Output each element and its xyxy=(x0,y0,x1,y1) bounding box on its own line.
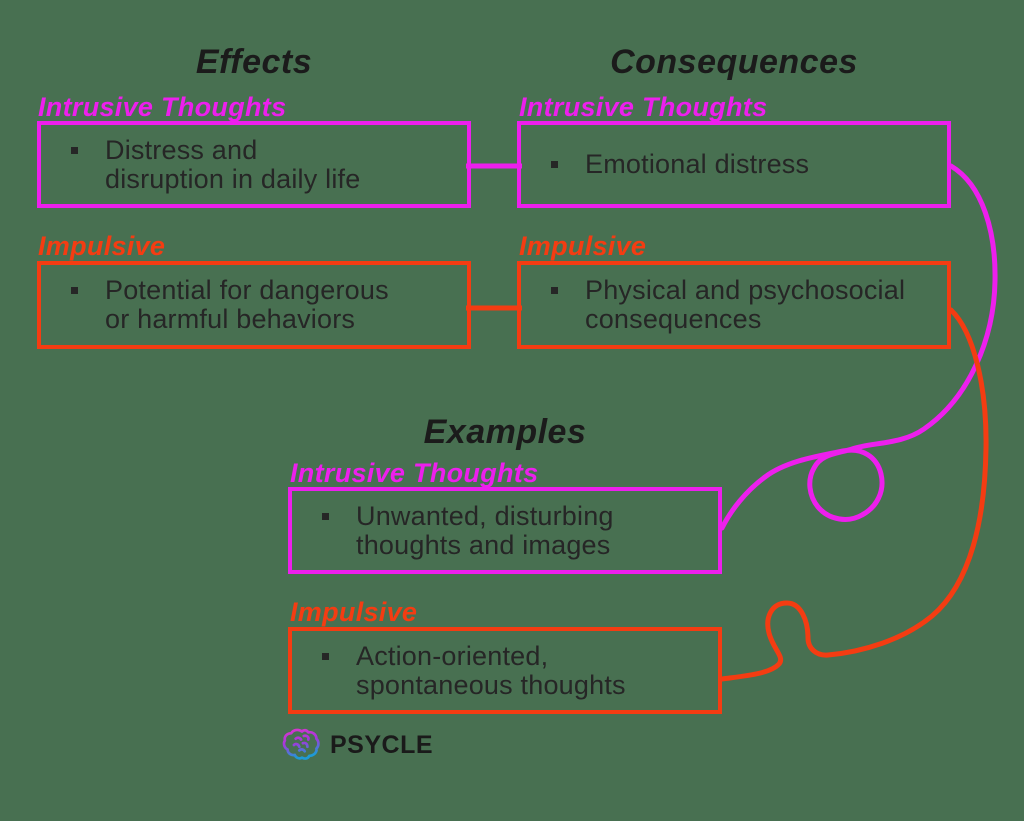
effects-heading: Effects xyxy=(195,43,313,81)
examples-impulsive-box: Action-oriented, spontaneous thoughts xyxy=(288,627,722,714)
examples-impulsive-text: Action-oriented, spontaneous thoughts xyxy=(356,640,626,700)
examples-heading: Examples xyxy=(423,413,587,451)
bullet-icon xyxy=(71,287,78,294)
bullet-icon xyxy=(551,161,558,168)
bullet-icon xyxy=(551,287,558,294)
consequences-intrusive-text: Emotional distress xyxy=(585,149,810,179)
effects-intrusive-label: Intrusive Thoughts xyxy=(38,92,287,122)
effects-impulsive-box: Potential for dangerous or harmful behav… xyxy=(37,261,471,349)
effects-intrusive-box: Distress and disruption in daily life xyxy=(37,121,471,208)
bullet-icon xyxy=(71,146,78,154)
effects-intrusive-text: Distress and disruption in daily life xyxy=(105,134,361,194)
bullet-icon xyxy=(322,652,329,660)
examples-intrusive-box: Unwanted, disturbing thoughts and images xyxy=(288,487,722,574)
brain-icon xyxy=(282,728,320,760)
examples-intrusive-label: Intrusive Thoughts xyxy=(290,458,539,488)
consequences-heading: Consequences xyxy=(610,43,858,81)
effects-impulsive-label: Impulsive xyxy=(38,231,166,261)
consequences-intrusive-label: Intrusive Thoughts xyxy=(519,92,768,122)
consequences-impulsive-box: Physical and psychosocial consequences xyxy=(517,261,951,349)
bullet-icon xyxy=(322,512,329,520)
effects-impulsive-text: Potential for dangerous or harmful behav… xyxy=(105,275,389,334)
consequences-impulsive-text: Physical and psychosocial consequences xyxy=(585,275,906,334)
examples-intrusive-text: Unwanted, disturbing thoughts and images xyxy=(356,500,614,560)
consequences-impulsive-label: Impulsive xyxy=(519,231,647,261)
psycle-wordmark: PSYCLE xyxy=(330,730,434,759)
psycle-logo: PSYCLE xyxy=(282,727,433,763)
examples-impulsive-label: Impulsive xyxy=(290,597,418,627)
curve-impulsive-line xyxy=(719,307,989,682)
consequences-intrusive-box: Emotional distress xyxy=(517,121,951,208)
